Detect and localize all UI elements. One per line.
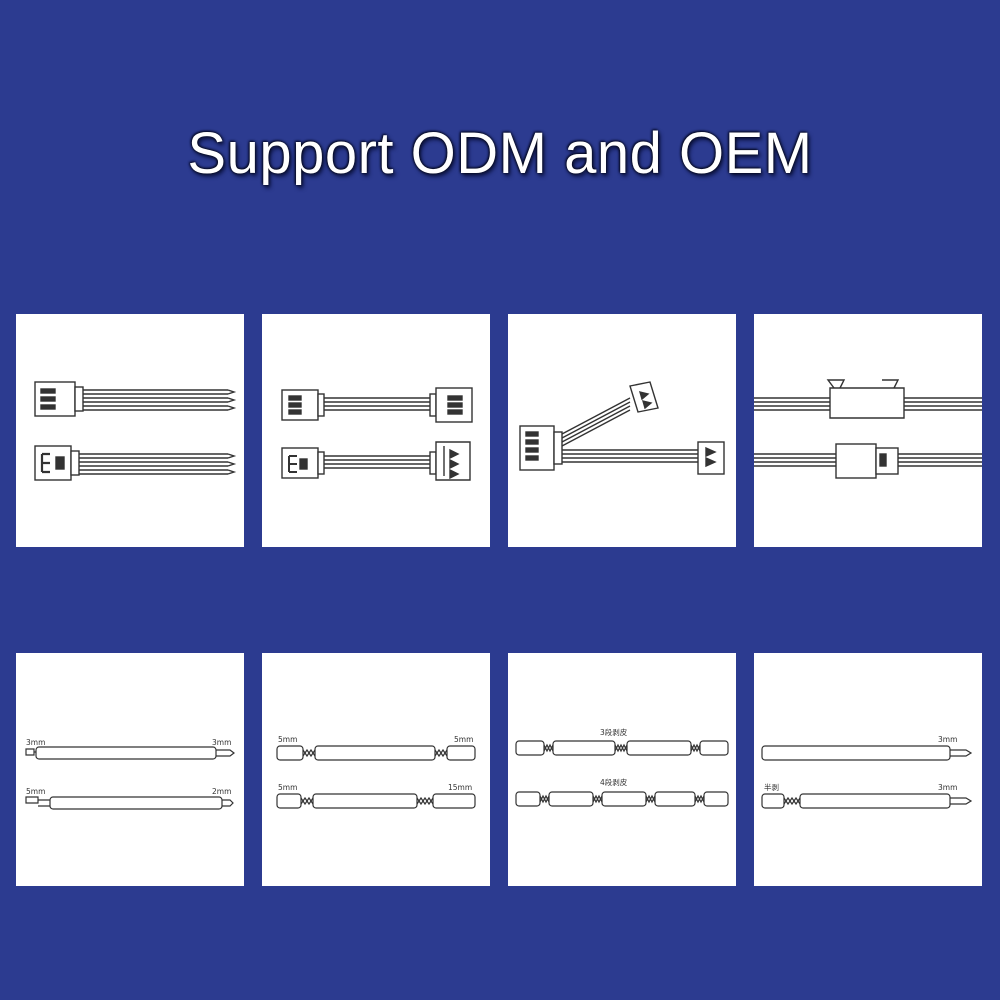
strip-length-label: 3mm	[26, 738, 45, 747]
wire-harness-diagram-3	[519, 381, 725, 475]
panel-2	[262, 314, 490, 547]
panel-4	[754, 314, 982, 547]
strip-length-label: 15mm	[448, 783, 472, 792]
wire-harness-diagram-4	[754, 379, 982, 479]
strip-length-label: 5mm	[278, 783, 297, 792]
strip-section-label: 3段剥皮	[600, 727, 628, 737]
wire-strip-diagram-5: 3mm 3mm 5mm 2mm	[25, 738, 235, 810]
panel-8: 3mm 半剥 3mm	[754, 653, 982, 886]
panel-5: 3mm 3mm 5mm 2mm	[16, 653, 244, 886]
strip-length-label: 5mm	[26, 787, 45, 796]
panel-3	[508, 314, 736, 547]
half-strip-label: 半剥	[764, 782, 779, 792]
panel-1	[16, 314, 244, 547]
wire-strip-diagram-8: 3mm 半剥 3mm	[761, 735, 973, 809]
wire-strip-diagram-6: 5mm 5mm 5mm 15mm	[276, 735, 476, 809]
strip-length-label: 5mm	[278, 735, 297, 744]
page-title: Support ODM and OEM	[187, 121, 813, 186]
strip-length-label: 3mm	[938, 783, 957, 792]
strip-section-label: 4段剥皮	[600, 777, 628, 787]
strip-length-label: 5mm	[454, 735, 473, 744]
strip-length-label: 2mm	[212, 787, 231, 796]
strip-length-label: 3mm	[938, 735, 957, 744]
panel-6: 5mm 5mm 5mm 15mm	[262, 653, 490, 886]
strip-length-label: 3mm	[212, 738, 231, 747]
wire-strip-diagram-7: 3段剥皮 4段剥皮	[515, 727, 729, 807]
wire-harness-diagram-2	[281, 387, 473, 481]
wire-harness-diagram-1	[34, 381, 237, 481]
panel-7: 3段剥皮 4段剥皮	[508, 653, 736, 886]
